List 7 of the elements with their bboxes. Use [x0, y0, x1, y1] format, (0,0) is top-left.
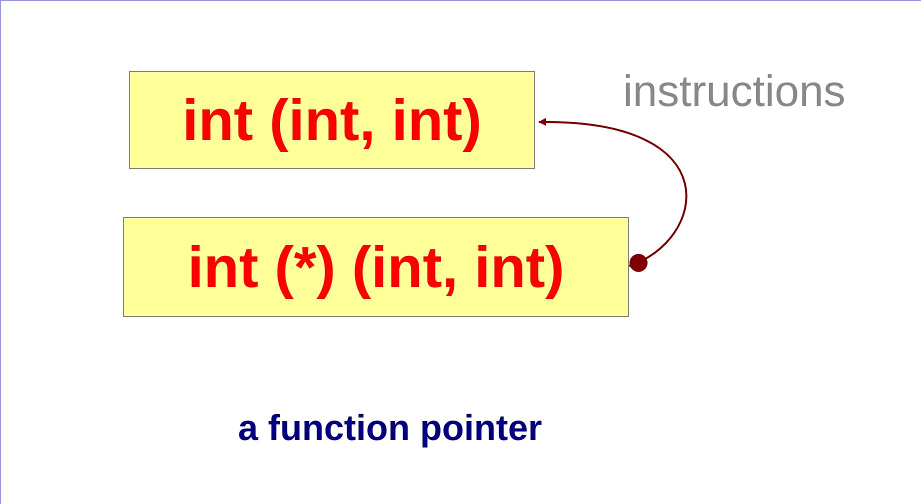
code-box: [129, 71, 535, 169]
type-signature: int (*) (int, int): [188, 234, 564, 300]
type-signature: int (int, int): [182, 86, 482, 154]
caption: a function pointer: [238, 407, 542, 449]
annotation-text: instructions: [623, 67, 846, 117]
curved-arrow: [538, 118, 688, 271]
code-box: [123, 217, 629, 317]
